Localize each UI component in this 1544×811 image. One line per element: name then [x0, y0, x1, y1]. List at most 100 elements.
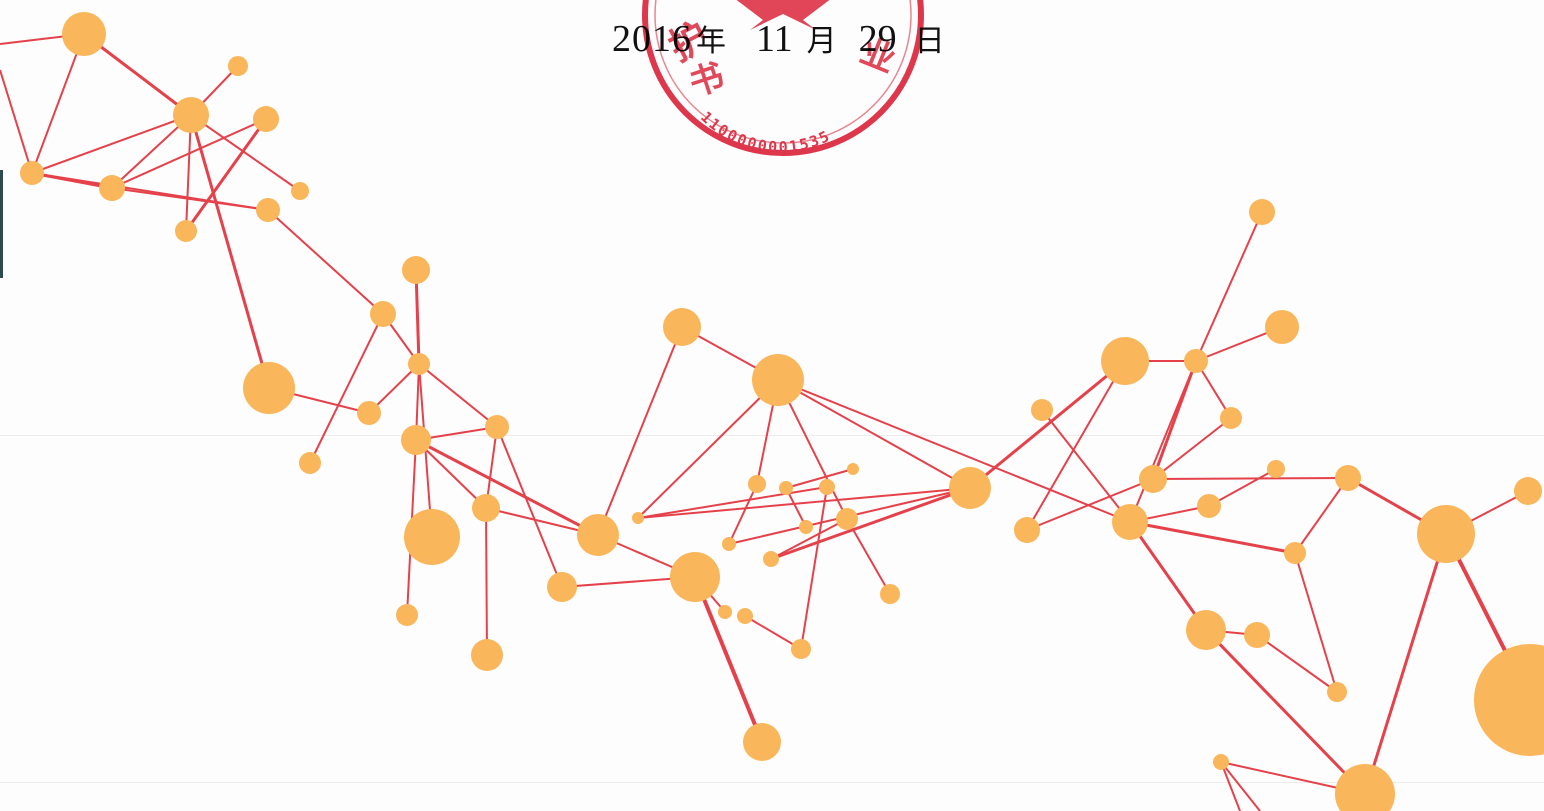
svg-text:1100000001535: 1100000001535: [697, 108, 834, 156]
network-node: [1265, 310, 1299, 344]
network-edge: [1041, 409, 1131, 523]
network-edge: [82, 32, 193, 117]
network-node: [99, 175, 125, 201]
seal-star-icon: [736, 0, 830, 30]
network-node: [1031, 399, 1053, 421]
network-edge: [418, 363, 498, 428]
network-node: [408, 353, 430, 375]
network-node: [175, 220, 197, 242]
network-node: [743, 723, 781, 761]
network-edge: [185, 114, 192, 232]
svg-text:业: 业: [855, 31, 902, 81]
network-edge: [777, 379, 971, 489]
network-node: [1417, 505, 1475, 563]
network-edge: [1026, 360, 1126, 531]
network-node: [791, 639, 811, 659]
network-node: [1014, 517, 1040, 543]
network-node: [472, 494, 500, 522]
network-edge: [1026, 478, 1154, 531]
network-node: [737, 608, 753, 624]
network-node: [243, 362, 295, 414]
network-node: [253, 106, 279, 132]
network-edge: [1220, 761, 1241, 811]
network-edge: [309, 313, 384, 464]
network-node: [370, 301, 396, 327]
network-edge: [846, 518, 891, 595]
network-edge: [1129, 360, 1197, 523]
network-node: [1267, 460, 1285, 478]
network-edge: [744, 615, 802, 650]
network-node: [670, 552, 720, 602]
network-edge: [415, 439, 487, 509]
date-month-char: 月: [806, 25, 837, 58]
network-edge: [637, 379, 779, 519]
network-edge: [1294, 552, 1338, 693]
network-edge: [800, 486, 828, 650]
network-edge: [184, 117, 268, 233]
network-node: [1184, 349, 1208, 373]
network-edge: [1363, 532, 1448, 796]
network-edge: [1208, 468, 1277, 507]
network-edge: [0, 69, 33, 174]
page-fold-line: [0, 435, 1544, 436]
network-node: [20, 161, 44, 185]
network-node: [779, 481, 793, 495]
network-node: [949, 467, 991, 509]
network-edge: [111, 118, 267, 189]
network-node: [1139, 465, 1167, 493]
network-node: [1101, 337, 1149, 385]
network-edge: [968, 359, 1127, 490]
network-edge: [769, 486, 972, 561]
network-edge: [1152, 417, 1232, 480]
network-edge: [770, 518, 848, 560]
network-node: [256, 198, 280, 222]
network-node: [722, 537, 736, 551]
network-edge: [1195, 211, 1263, 362]
network-node: [1220, 407, 1242, 429]
page-edge-mark: [0, 170, 3, 278]
network-node: [1213, 754, 1229, 770]
network-node: [396, 604, 418, 626]
network-node: [1327, 682, 1347, 702]
network-edge: [637, 487, 971, 519]
network-edge: [1128, 520, 1297, 555]
network-node: [799, 520, 813, 534]
network-edge: [1256, 634, 1338, 693]
network-node: [836, 508, 858, 530]
network-edge: [1152, 477, 1349, 480]
network-node: [819, 479, 835, 495]
network-node: [752, 354, 804, 406]
network-node: [763, 551, 779, 567]
page-bottom-line: [0, 782, 1544, 783]
network-edge: [414, 268, 421, 366]
network-node: [663, 308, 701, 346]
network-edge: [785, 468, 854, 489]
network-edge: [777, 379, 1131, 523]
network-edge: [31, 172, 269, 211]
network-node: [299, 452, 321, 474]
network-node: [401, 425, 431, 455]
network-edge: [1294, 477, 1349, 554]
network-node: [847, 463, 859, 475]
network-edge: [414, 438, 600, 537]
network-node: [577, 514, 619, 556]
date-day: 29: [858, 18, 897, 60]
network-node: [357, 401, 381, 425]
network-node: [173, 97, 209, 133]
network-node: [1244, 622, 1270, 648]
network-edge: [728, 483, 758, 545]
network-node: [1197, 494, 1221, 518]
network-node: [485, 415, 509, 439]
network-edge: [637, 486, 828, 519]
network-node: [1335, 465, 1361, 491]
network-edge: [189, 113, 271, 390]
network-node: [404, 509, 460, 565]
network-edge: [1128, 520, 1208, 632]
network-edge: [190, 114, 301, 192]
network-node: [718, 605, 732, 619]
network-node: [1112, 504, 1148, 540]
network-edge: [496, 426, 563, 588]
network-node: [1249, 199, 1275, 225]
